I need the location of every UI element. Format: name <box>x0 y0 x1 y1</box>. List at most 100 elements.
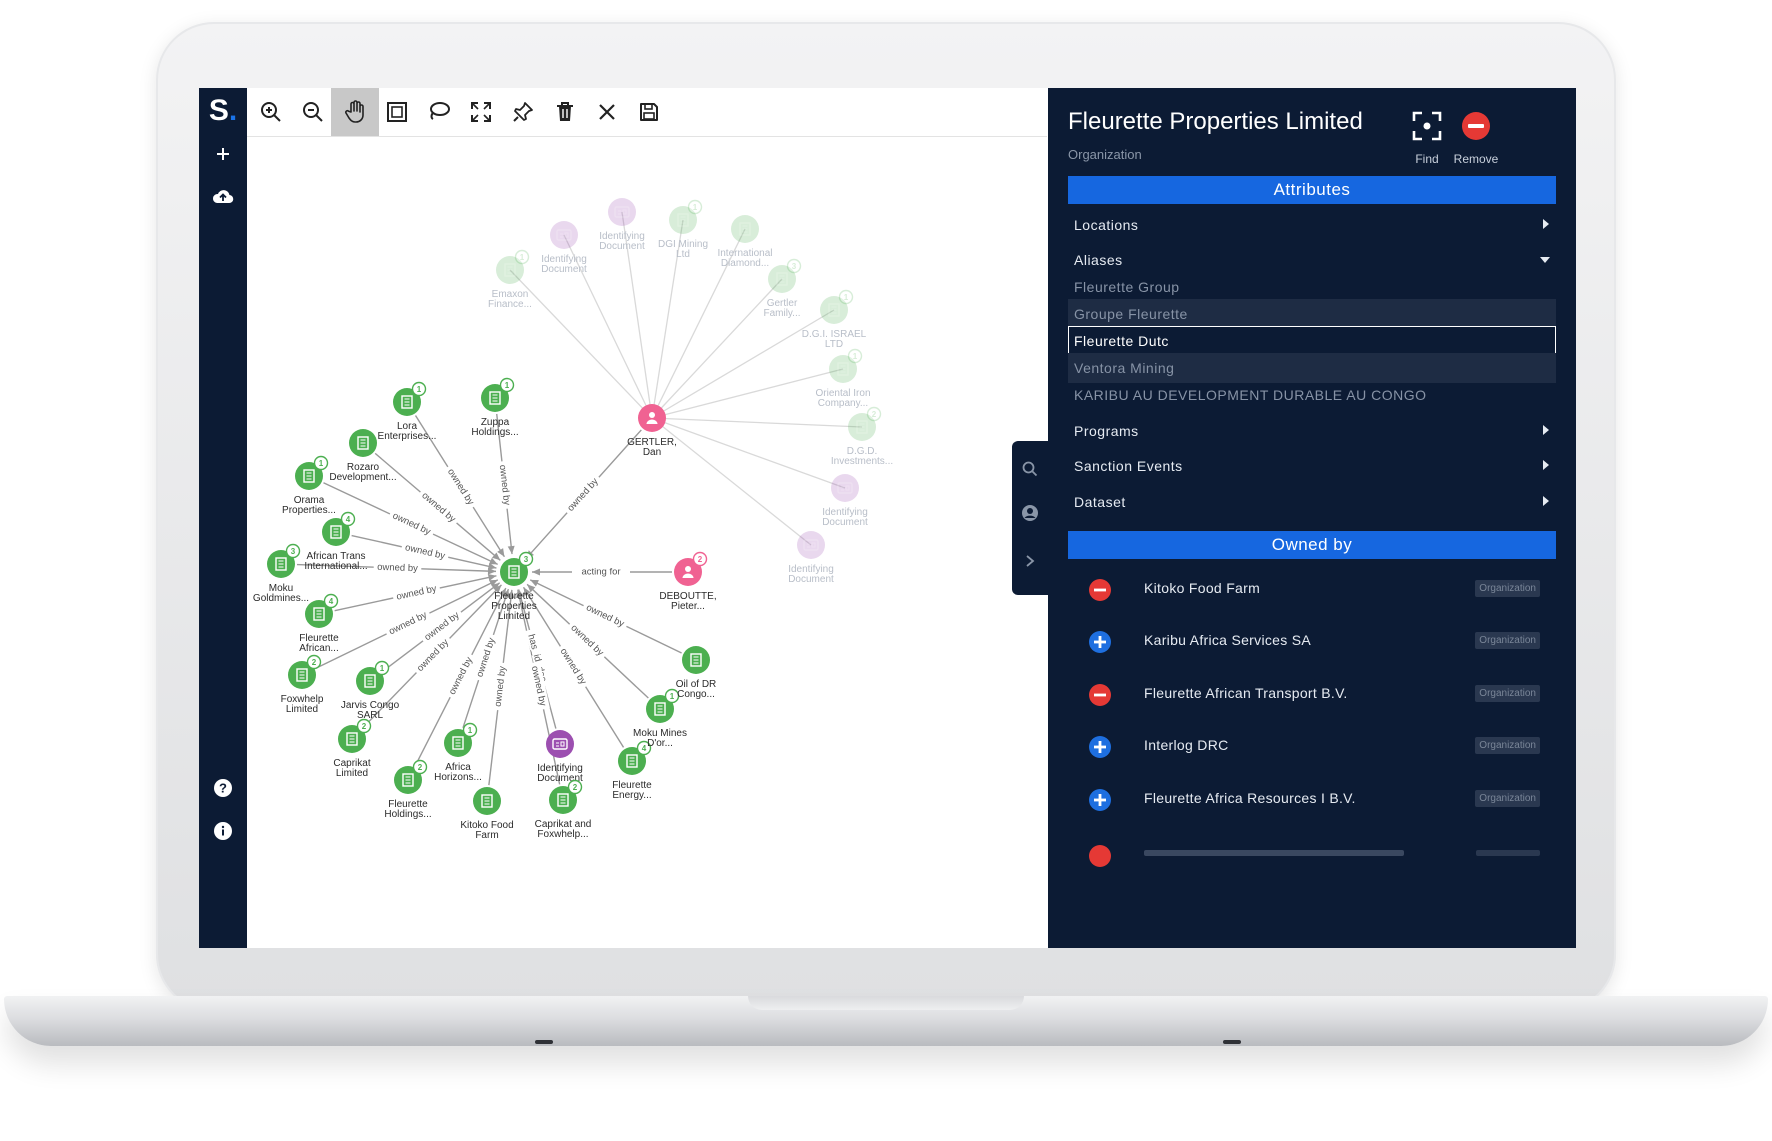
locations-row[interactable]: Locations <box>1068 205 1556 245</box>
owner-row[interactable]: Karibu Africa Services SA Organization <box>1068 616 1556 668</box>
select-frame-icon[interactable] <box>373 88 421 136</box>
zoom-in-icon[interactable] <box>247 88 295 136</box>
search-icon[interactable] <box>1012 449 1048 489</box>
app-logo[interactable]: S. <box>208 94 238 127</box>
edge-label-bg <box>497 460 514 510</box>
graph-node[interactable] <box>731 215 759 243</box>
add-circle-icon[interactable] <box>1088 630 1112 654</box>
add-icon[interactable] <box>209 140 237 168</box>
graph-edge-faded <box>651 228 746 419</box>
edge-label: owned by <box>581 599 630 631</box>
node-count-badge <box>692 551 708 567</box>
node-count-badge <box>374 660 390 676</box>
info-icon[interactable] <box>209 817 237 845</box>
node-label: Fleurette <box>388 799 428 810</box>
close-icon[interactable] <box>583 88 631 136</box>
building-icon-detail <box>349 735 355 743</box>
graph-node[interactable] <box>546 730 574 758</box>
graph-node[interactable] <box>831 474 859 502</box>
node-count-badge <box>664 688 680 704</box>
owner-row[interactable]: Fleurette African Transport B.V.Organiza… <box>1068 669 1556 721</box>
graph-node[interactable] <box>608 198 636 226</box>
programs-label: Programs <box>1074 423 1139 439</box>
edge-label-text: owned by <box>395 583 437 602</box>
node-label: Fleurette <box>494 591 534 602</box>
building-icon <box>654 702 666 716</box>
node-count-text: 1 <box>505 381 510 390</box>
id-card-icon <box>803 539 819 551</box>
node-count-badge <box>306 654 322 670</box>
edge-label: owned by <box>491 662 508 711</box>
add-circle-icon[interactable] <box>1088 788 1112 812</box>
zoom-out-icon[interactable] <box>289 88 337 136</box>
owner-type-badge: Organization <box>1475 632 1540 649</box>
edge-label-bg <box>529 661 550 711</box>
caret-right-icon <box>1543 460 1549 470</box>
node-label: Company... <box>818 398 868 409</box>
node-count-text: 4 <box>642 744 647 753</box>
trash-icon[interactable] <box>541 88 589 136</box>
graph-node[interactable] <box>797 531 825 559</box>
programs-row[interactable]: Programs <box>1068 411 1556 451</box>
owner-row[interactable]: Fleurette Africa Resources I B.V.Organiz… <box>1068 774 1556 826</box>
owner-name[interactable]: Interlog DRC <box>1144 737 1229 753</box>
graph-node[interactable] <box>820 296 848 324</box>
remove-circle-icon[interactable] <box>1088 683 1112 707</box>
fullscreen-icon[interactable] <box>457 88 505 136</box>
edge-arrowhead <box>497 548 505 557</box>
owned-by-header: Owned by <box>1068 531 1556 559</box>
dataset-row[interactable]: Dataset <box>1068 482 1556 522</box>
graph-node[interactable] <box>496 256 524 284</box>
graph-node[interactable] <box>550 221 578 249</box>
node-label: Development... <box>329 472 396 483</box>
remove-button[interactable]: Remove <box>1446 108 1506 166</box>
edge-label-text: owned by <box>565 476 600 514</box>
hand-pan-icon[interactable] <box>331 88 379 136</box>
node-label: Caprikat and <box>535 819 592 830</box>
building-icon <box>776 272 788 286</box>
sanction-events-row[interactable]: Sanction Events <box>1068 446 1556 486</box>
node-label: Limited <box>498 611 530 622</box>
graph-node[interactable] <box>669 206 697 234</box>
node-label: African... <box>299 643 338 654</box>
user-icon[interactable] <box>1012 493 1048 533</box>
owner-name[interactable]: Fleurette African Transport B.V. <box>1144 685 1348 701</box>
owner-name[interactable]: Fleurette Africa Resources I B.V. <box>1144 790 1356 806</box>
alias-item[interactable]: Groupe Fleurette <box>1068 299 1556 329</box>
node-label: Goldmines... <box>253 593 309 604</box>
save-icon[interactable] <box>625 88 673 136</box>
alias-item[interactable]: Ventora Mining <box>1068 353 1556 383</box>
add-circle-icon[interactable] <box>1088 735 1112 759</box>
building-icon-detail <box>299 671 305 679</box>
cloud-upload-icon[interactable] <box>209 182 237 210</box>
find-button[interactable]: Find <box>1397 108 1457 166</box>
owner-name[interactable]: Karibu Africa Services SA <box>1144 632 1312 648</box>
node-count-badge <box>866 406 882 422</box>
remove-circle-icon[interactable] <box>1088 578 1112 602</box>
alias-edit-input[interactable] <box>1068 326 1556 356</box>
building-icon-detail <box>693 656 699 664</box>
chevron-right-icon[interactable] <box>1012 541 1048 581</box>
owner-name[interactable]: Kitoko Food Farm <box>1144 580 1261 596</box>
edge-label-text: owned by <box>568 623 605 659</box>
node-label: African Trans <box>307 551 366 562</box>
alias-item[interactable]: Fleurette Group <box>1074 279 1180 295</box>
edge-label-bg <box>444 651 476 700</box>
node-count-text: 2 <box>573 783 578 792</box>
alias-item[interactable]: KARIBU AU DEVELOPMENT DURABLE AU CONGO <box>1074 387 1427 403</box>
graph-node[interactable] <box>768 265 796 293</box>
graph-node[interactable] <box>829 355 857 383</box>
lasso-icon[interactable] <box>415 88 463 136</box>
pin-icon[interactable] <box>499 88 547 136</box>
help-icon[interactable]: ? <box>209 774 237 802</box>
graph-node[interactable] <box>848 413 876 441</box>
building-icon <box>275 557 287 571</box>
laptop-foot <box>535 1040 553 1044</box>
aliases-row[interactable]: Aliases <box>1068 240 1556 280</box>
graph-edge-faded <box>621 211 653 419</box>
id-card-icon <box>552 738 568 750</box>
